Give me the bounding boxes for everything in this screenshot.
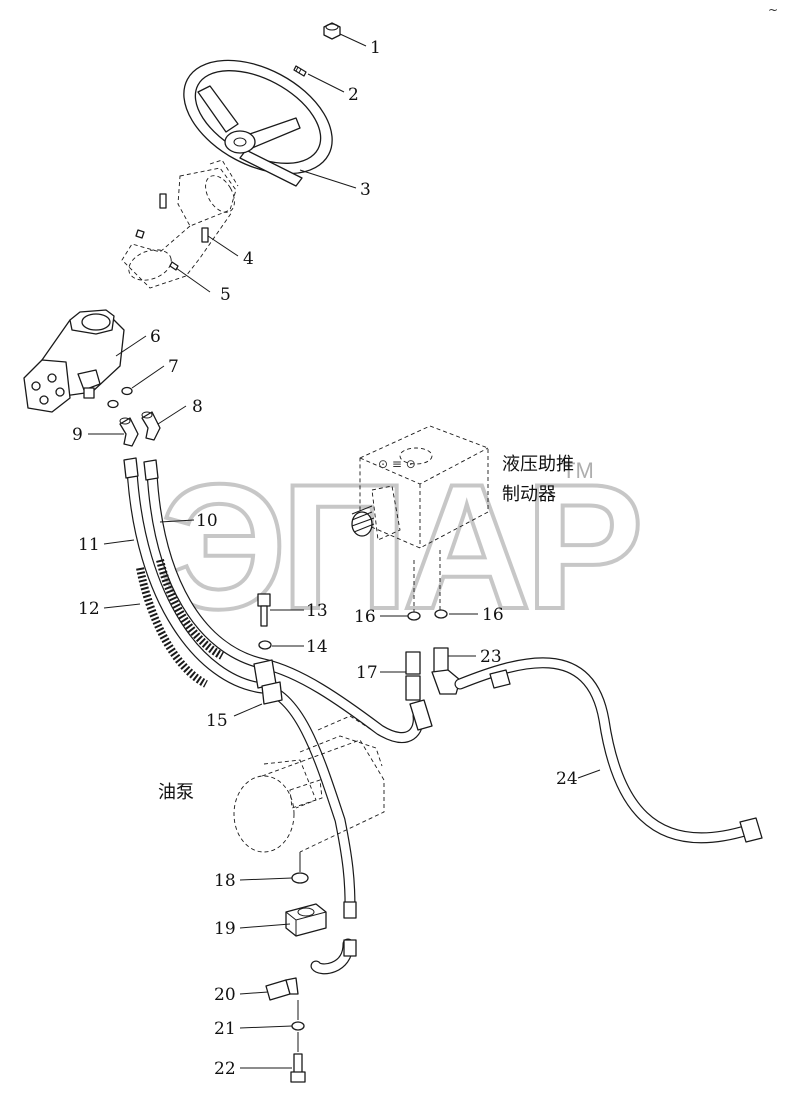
callout-16-left: 16 (354, 607, 376, 627)
callout-17: 17 (356, 663, 378, 683)
callout-11: 11 (78, 535, 100, 555)
part-15-clamp (253, 659, 283, 705)
steering-column-housing (121, 159, 239, 289)
callout-12: 12 (78, 599, 100, 619)
callout-2: 2 (348, 85, 359, 105)
part-16-o-ring-right (434, 609, 448, 619)
callout-24: 24 (556, 769, 578, 789)
part-7-o-ring (121, 386, 133, 396)
part-3-steering-wheel (183, 59, 333, 187)
part-20-plug (265, 977, 299, 1001)
svg-text:⊙ ≡ ⊙: ⊙ ≡ ⊙ (378, 457, 416, 471)
callout-7: 7 (168, 357, 179, 377)
callout-18: 18 (214, 871, 236, 891)
callout-16-right: 16 (482, 605, 504, 625)
callout-3: 3 (360, 180, 371, 200)
callout-10: 10 (196, 511, 218, 531)
callout-21: 21 (214, 1019, 236, 1039)
part-14-washer (258, 640, 272, 650)
part-1-nut (323, 22, 341, 40)
callout-1: 1 (370, 38, 381, 58)
part-13-bolt (257, 593, 271, 627)
callout-6: 6 (150, 327, 161, 347)
label-brake-booster-line1: 液压助推 (502, 454, 574, 475)
part-8-elbow-fitting (141, 411, 161, 441)
watermark-trademark: TM (562, 458, 594, 483)
callout-8: 8 (192, 397, 203, 417)
part-17-fitting (405, 651, 433, 731)
part-22-bolt (290, 1053, 306, 1083)
watermark-text: ЭПAP (160, 447, 638, 646)
hose-assembly-10-11-12 (123, 457, 424, 975)
hydraulic-brake-booster: ⊙ ≡ ⊙ (351, 425, 489, 612)
part-7-o-ring-b (107, 399, 119, 409)
part-6-steering-unit (23, 309, 125, 413)
part-18-o-ring (291, 872, 309, 884)
callout-23: 23 (480, 647, 502, 667)
callout-numbers: 1 2 3 4 5 6 7 8 9 10 11 12 13 14 15 16 1… (72, 38, 578, 1079)
oil-pump (233, 715, 385, 853)
callout-14: 14 (306, 637, 328, 657)
part-19-flange (285, 903, 327, 937)
watermark: ЭПAP TM (158, 445, 646, 648)
callout-13: 13 (306, 601, 328, 621)
corner-mark: ~ (768, 3, 778, 17)
leader-lines (88, 33, 601, 1069)
part-24-brake-hose (454, 657, 763, 844)
part-9-elbow-fitting (119, 417, 139, 447)
callout-22: 22 (214, 1059, 236, 1079)
label-oil-pump: 油泵 (158, 782, 194, 803)
part-16-o-ring-left (407, 611, 421, 621)
callout-5: 5 (220, 285, 231, 305)
callout-20: 20 (214, 985, 236, 1005)
callout-15: 15 (206, 711, 228, 731)
callout-4: 4 (243, 249, 254, 269)
label-brake-booster-line2: 制动器 (502, 484, 556, 505)
callout-9: 9 (72, 425, 83, 445)
part-2-pin (293, 65, 307, 77)
part-21-washer (291, 1021, 305, 1031)
part-23-elbow-fitting (431, 647, 461, 695)
callout-19: 19 (214, 919, 236, 939)
